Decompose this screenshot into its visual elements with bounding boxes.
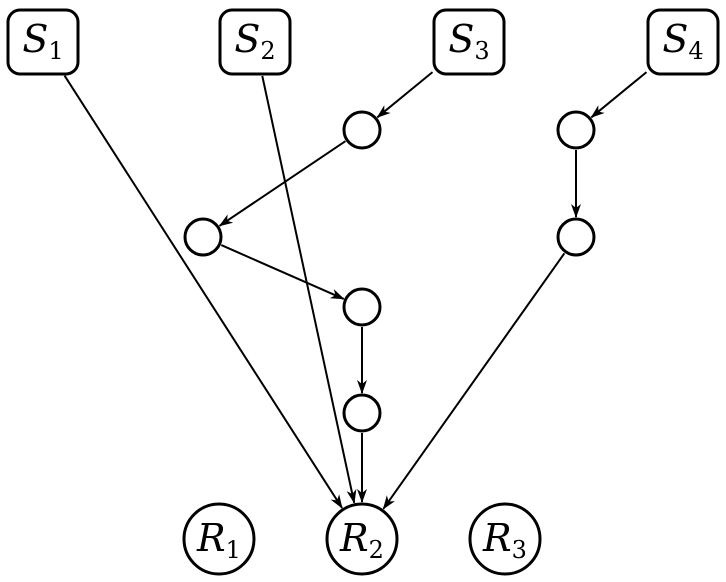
edge-f-to-r2: [382, 252, 566, 510]
receiver-label: R: [482, 516, 512, 560]
intermediate-node: [342, 393, 382, 433]
receiver-subscript: 1: [226, 536, 241, 564]
receiver-subscript: 2: [369, 536, 384, 564]
receiver-label: R: [339, 516, 369, 560]
svg-text:R3: R3: [482, 516, 527, 564]
intermediate-node: [556, 110, 596, 150]
svg-text:R2: R2: [339, 516, 384, 564]
source-label: S: [22, 17, 48, 61]
source-node-s1: S1: [6, 8, 80, 76]
svg-text:R1: R1: [196, 516, 241, 564]
svg-text:S4: S4: [662, 17, 703, 65]
source-subscript: 3: [474, 37, 489, 65]
edge-a-to-c: [218, 140, 346, 227]
edge-s4-to-b: [590, 71, 648, 119]
source-label: S: [662, 17, 688, 61]
edge-s1-to-r2: [63, 75, 343, 509]
edge-c-to-d: [220, 244, 345, 300]
intermediate-nodes: [183, 110, 596, 433]
source-label: S: [448, 17, 474, 61]
svg-text:S1: S1: [22, 17, 63, 65]
source-node-s4: S4: [646, 8, 720, 76]
edge-s3-to-a: [376, 71, 434, 119]
edge-s2-to-r2: [261, 75, 357, 504]
intermediate-node: [183, 217, 223, 257]
receiver-node-r3: R3: [468, 502, 542, 576]
intermediate-node: [556, 217, 596, 257]
receiver-node-r2: R2: [325, 502, 399, 576]
source-subscript: 4: [688, 37, 703, 65]
receiver-node-r1: R1: [182, 502, 256, 576]
svg-text:S2: S2: [234, 17, 275, 65]
intermediate-node: [342, 110, 382, 150]
source-subscript: 1: [48, 37, 63, 65]
source-subscript: 2: [260, 37, 275, 65]
source-node-s2: S2: [218, 8, 292, 76]
edges-layer: [63, 71, 648, 510]
source-label: S: [234, 17, 260, 61]
source-node-s3: S3: [432, 8, 506, 76]
svg-text:S3: S3: [448, 17, 489, 65]
intermediate-node: [342, 287, 382, 327]
receiver-subscript: 3: [512, 536, 527, 564]
receiver-label: R: [196, 516, 226, 560]
